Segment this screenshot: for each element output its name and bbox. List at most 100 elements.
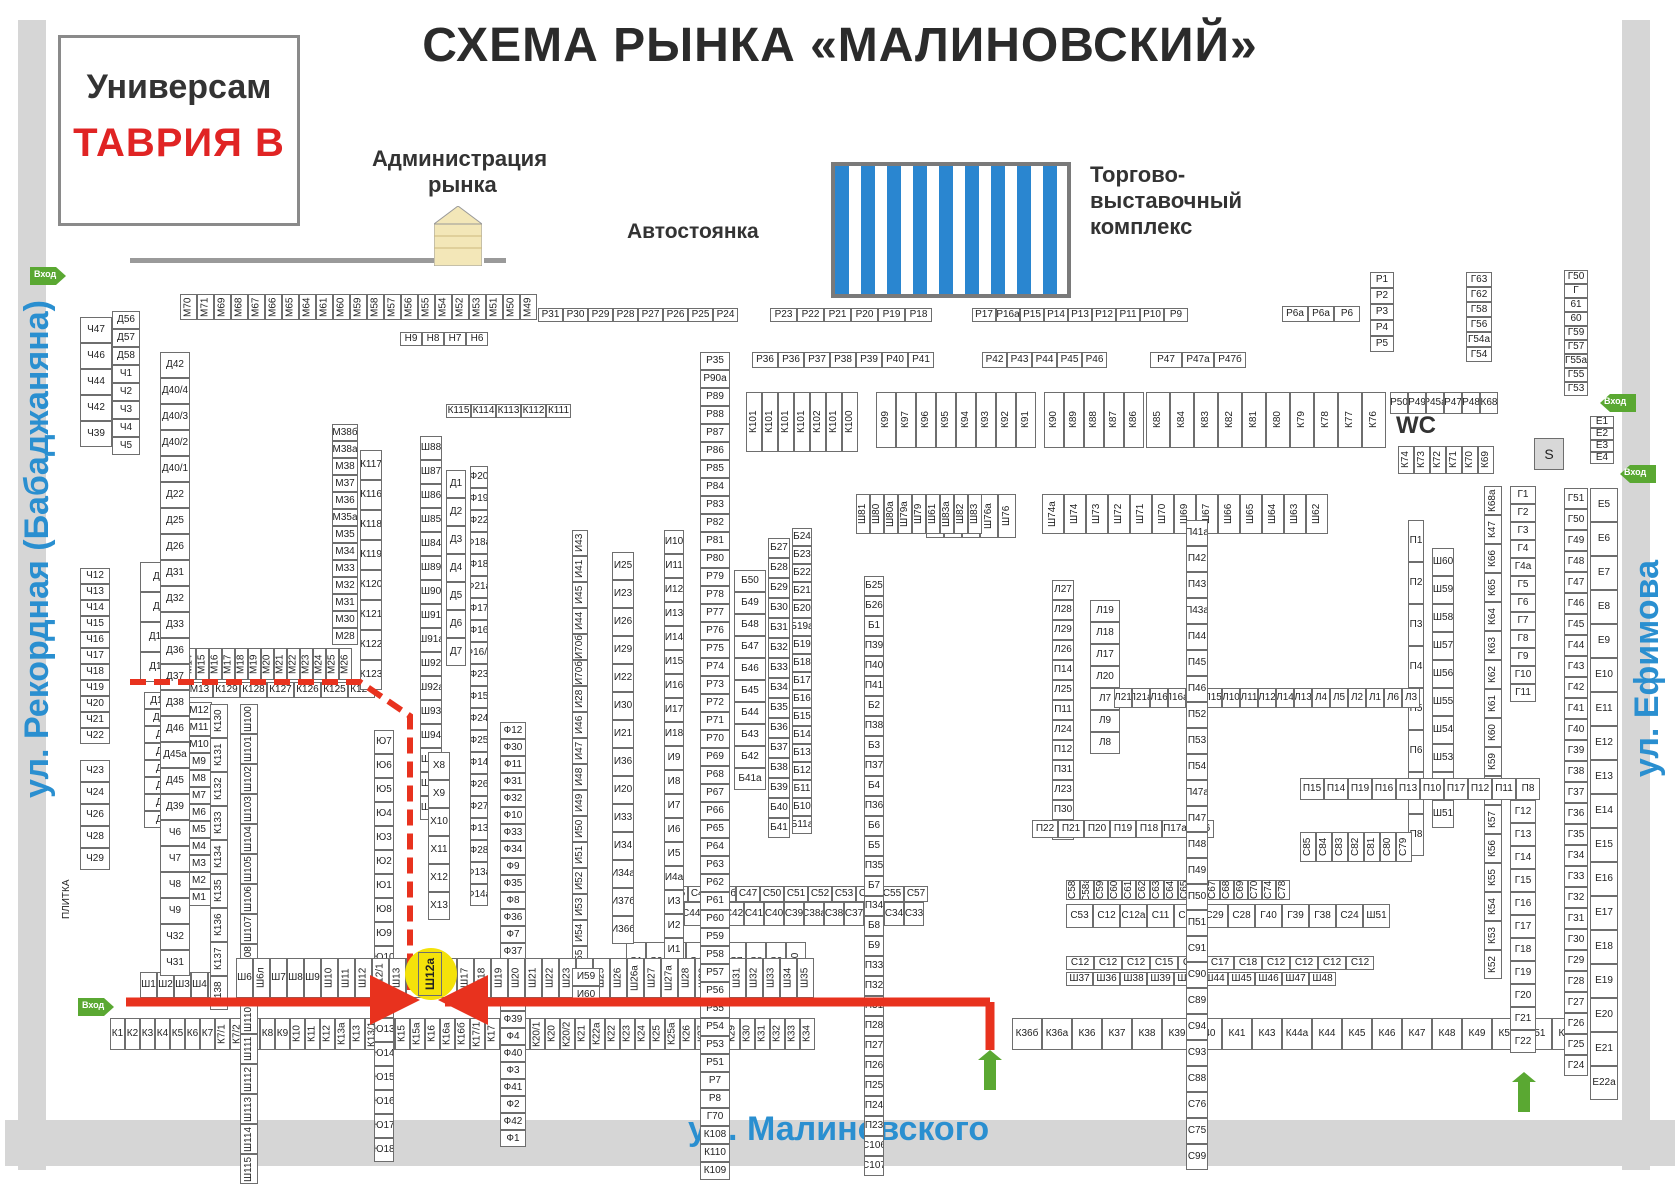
stall-row_p4-0[interactable]: Р47 (1150, 352, 1182, 368)
stall-b_col-5[interactable]: Б32 (768, 638, 790, 658)
stall-g_top-1[interactable]: Г (1564, 284, 1588, 298)
stall-d_col-5[interactable]: Ч3 (112, 401, 140, 419)
stall-sh_col_p-5[interactable]: Ш55 (1432, 688, 1454, 716)
stall-g_right-14[interactable]: Г37 (1564, 782, 1588, 803)
stall-p_block2-1[interactable]: П21 (1058, 820, 1084, 838)
stall-f_col-22[interactable]: Ф2 (500, 1096, 526, 1113)
stall-g_col2-3[interactable]: Г4 (1510, 540, 1536, 558)
stall-ch_col2-9[interactable]: Ч21 (80, 712, 110, 728)
stall-c_row-3[interactable]: С15 (1150, 956, 1178, 970)
stall-f_top-5[interactable]: Ф21а (470, 576, 488, 598)
stall-l_grid3-10[interactable]: Л13 (1294, 688, 1312, 708)
stall-d_col-1[interactable]: Д57 (112, 329, 140, 347)
stall-c_mid-6[interactable]: С52 (808, 886, 832, 902)
stall-p_small-4[interactable]: Р48 (1462, 392, 1480, 414)
stall-g_top-6[interactable]: Г55а (1564, 354, 1588, 368)
stall-p_block-8[interactable]: П11 (1492, 778, 1516, 800)
stall-g_right-8[interactable]: Г43 (1564, 656, 1588, 677)
stall-c_block2-10[interactable]: С24 (1336, 904, 1363, 928)
stall-i_col2-8[interactable]: И20 (612, 776, 634, 804)
stall-c_row-6[interactable]: С18 (1234, 956, 1262, 970)
stall-l_grid3-12[interactable]: Л5 (1330, 688, 1348, 708)
stall-g_right-17[interactable]: Г34 (1564, 845, 1588, 866)
stall-top_r2-2[interactable]: Р21 (824, 308, 851, 322)
stall-i_col2-6[interactable]: И21 (612, 720, 634, 748)
stall-g_right-1[interactable]: Г50 (1564, 509, 1588, 530)
stall-sh_col_p-9[interactable]: Ш51 (1432, 800, 1454, 828)
stall-g_right-18[interactable]: Г33 (1564, 866, 1588, 887)
stall-row_p2-2[interactable]: Р37 (804, 352, 830, 368)
stall-row_p3-3[interactable]: Р45 (1057, 352, 1082, 368)
stall-ch_col2-4[interactable]: Ч16 (80, 632, 110, 648)
stall-c_block2-1[interactable]: С12 (1093, 904, 1120, 928)
stall-l_grid-11[interactable]: П30 (1052, 800, 1074, 820)
stall-l_grid2-1[interactable]: Л18 (1090, 622, 1120, 644)
stall-g_right-5[interactable]: Г46 (1564, 593, 1588, 614)
stall-i_col3-11[interactable]: И7 (664, 794, 684, 818)
stall-b_col-0[interactable]: Б27 (768, 538, 790, 558)
stall-k_bottom-11[interactable]: К9 (275, 1018, 290, 1050)
stall-k_bottom2-0[interactable]: К36б (1012, 1018, 1042, 1050)
stall-c_block2-8[interactable]: Г39 (1282, 904, 1309, 928)
stall-p_col2-3[interactable]: П4 (1408, 646, 1424, 688)
stall-g_mid-4[interactable]: Г54а (1466, 332, 1492, 347)
stall-i_col3-4[interactable]: И14 (664, 626, 684, 650)
stall-e_right-7[interactable]: Е12 (1590, 726, 1618, 760)
stall-sh_row2-7[interactable]: Ш46 (1255, 972, 1282, 986)
stall-k_bottom-5[interactable]: К6 (185, 1018, 200, 1050)
stall-top_r3-6[interactable]: Р11 (1116, 308, 1140, 322)
stall-l_grid3-9[interactable]: Л14 (1276, 688, 1294, 708)
stall-c_row-10[interactable]: С12 (1346, 956, 1374, 970)
stall-e_right-6[interactable]: Е11 (1590, 692, 1618, 726)
stall-g_col2-7[interactable]: Г7 (1510, 612, 1536, 630)
stall-f_col-9[interactable]: Ф35 (500, 875, 526, 892)
stall-l_grid3-16[interactable]: Л3 (1402, 688, 1420, 708)
stall-l_grid-7[interactable]: Л24 (1052, 720, 1074, 740)
stall-sh_row2-6[interactable]: Ш45 (1228, 972, 1255, 986)
entrance-right-mid[interactable]: Вход (1620, 463, 1656, 485)
stall-e_right-8[interactable]: Е13 (1590, 760, 1618, 794)
stall-l_grid3-7[interactable]: Л11 (1240, 688, 1258, 708)
stall-p_block2-2[interactable]: П20 (1084, 820, 1110, 838)
stall-b_col2-8[interactable]: Б17 (792, 672, 812, 690)
stall-k_bottom2-10[interactable]: К44 (1312, 1018, 1342, 1050)
stall-b_col2-13[interactable]: Б12 (792, 762, 812, 780)
stall-r6-2[interactable]: Р6 (1334, 306, 1360, 322)
stall-b_col2-3[interactable]: Б21 (792, 582, 812, 600)
stall-top_r3-1[interactable]: Р16а (996, 308, 1020, 322)
stall-row_p4-1[interactable]: Р47а (1182, 352, 1214, 368)
stall-l_grid-8[interactable]: П12 (1052, 740, 1074, 760)
stall-top_r-1[interactable]: Р30 (563, 308, 588, 322)
stall-ch_col-3[interactable]: Ч42 (80, 395, 112, 421)
stall-k_bottom-2[interactable]: К3 (140, 1018, 155, 1050)
stall-i_col3-6[interactable]: И16 (664, 674, 684, 698)
stall-e_right-10[interactable]: Е15 (1590, 828, 1618, 862)
stall-d_col-0[interactable]: Д56 (112, 311, 140, 329)
stall-i_col3-0[interactable]: И10 (664, 530, 684, 554)
stall-c_row-8[interactable]: С12 (1290, 956, 1318, 970)
stall-row_p2-3[interactable]: Р38 (830, 352, 856, 368)
stall-i_col3-2[interactable]: И12 (664, 578, 684, 602)
stall-d_col-2[interactable]: Д58 (112, 347, 140, 365)
stall-f_col-20[interactable]: Ф3 (500, 1062, 526, 1079)
stall-e_right-11[interactable]: Е16 (1590, 862, 1618, 896)
stall-g_col3-7[interactable]: Г19 (1510, 961, 1536, 984)
stall-i_col2-5[interactable]: И30 (612, 692, 634, 720)
stall-g_right-7[interactable]: Г44 (1564, 635, 1588, 656)
stall-g_col3-9[interactable]: Г21 (1510, 1007, 1536, 1030)
stall-g_col3-10[interactable]: Г22 (1510, 1030, 1536, 1053)
stall-c_mid2-11[interactable]: С34 (884, 902, 904, 926)
stall-f_col-11[interactable]: Ф36 (500, 909, 526, 926)
stall-f_col-12[interactable]: Ф7 (500, 926, 526, 943)
stall-c_mid-5[interactable]: С51 (784, 886, 808, 902)
stall-f_top-10[interactable]: Ф15 (470, 686, 488, 708)
stall-f_col-19[interactable]: Ф40 (500, 1045, 526, 1062)
stall-c_row-9[interactable]: С12 (1318, 956, 1346, 970)
stall-row_p3-4[interactable]: Р46 (1082, 352, 1107, 368)
stall-b_col3-5[interactable]: Б45 (734, 680, 766, 702)
stall-l_grid2-6[interactable]: Л8 (1090, 732, 1120, 754)
stall-b_col2-15[interactable]: Б10 (792, 798, 812, 816)
stall-g_right-10[interactable]: Г41 (1564, 698, 1588, 719)
stall-ch_col2-1[interactable]: Ч13 (80, 584, 110, 600)
stall-b_col2-10[interactable]: Б15 (792, 708, 812, 726)
